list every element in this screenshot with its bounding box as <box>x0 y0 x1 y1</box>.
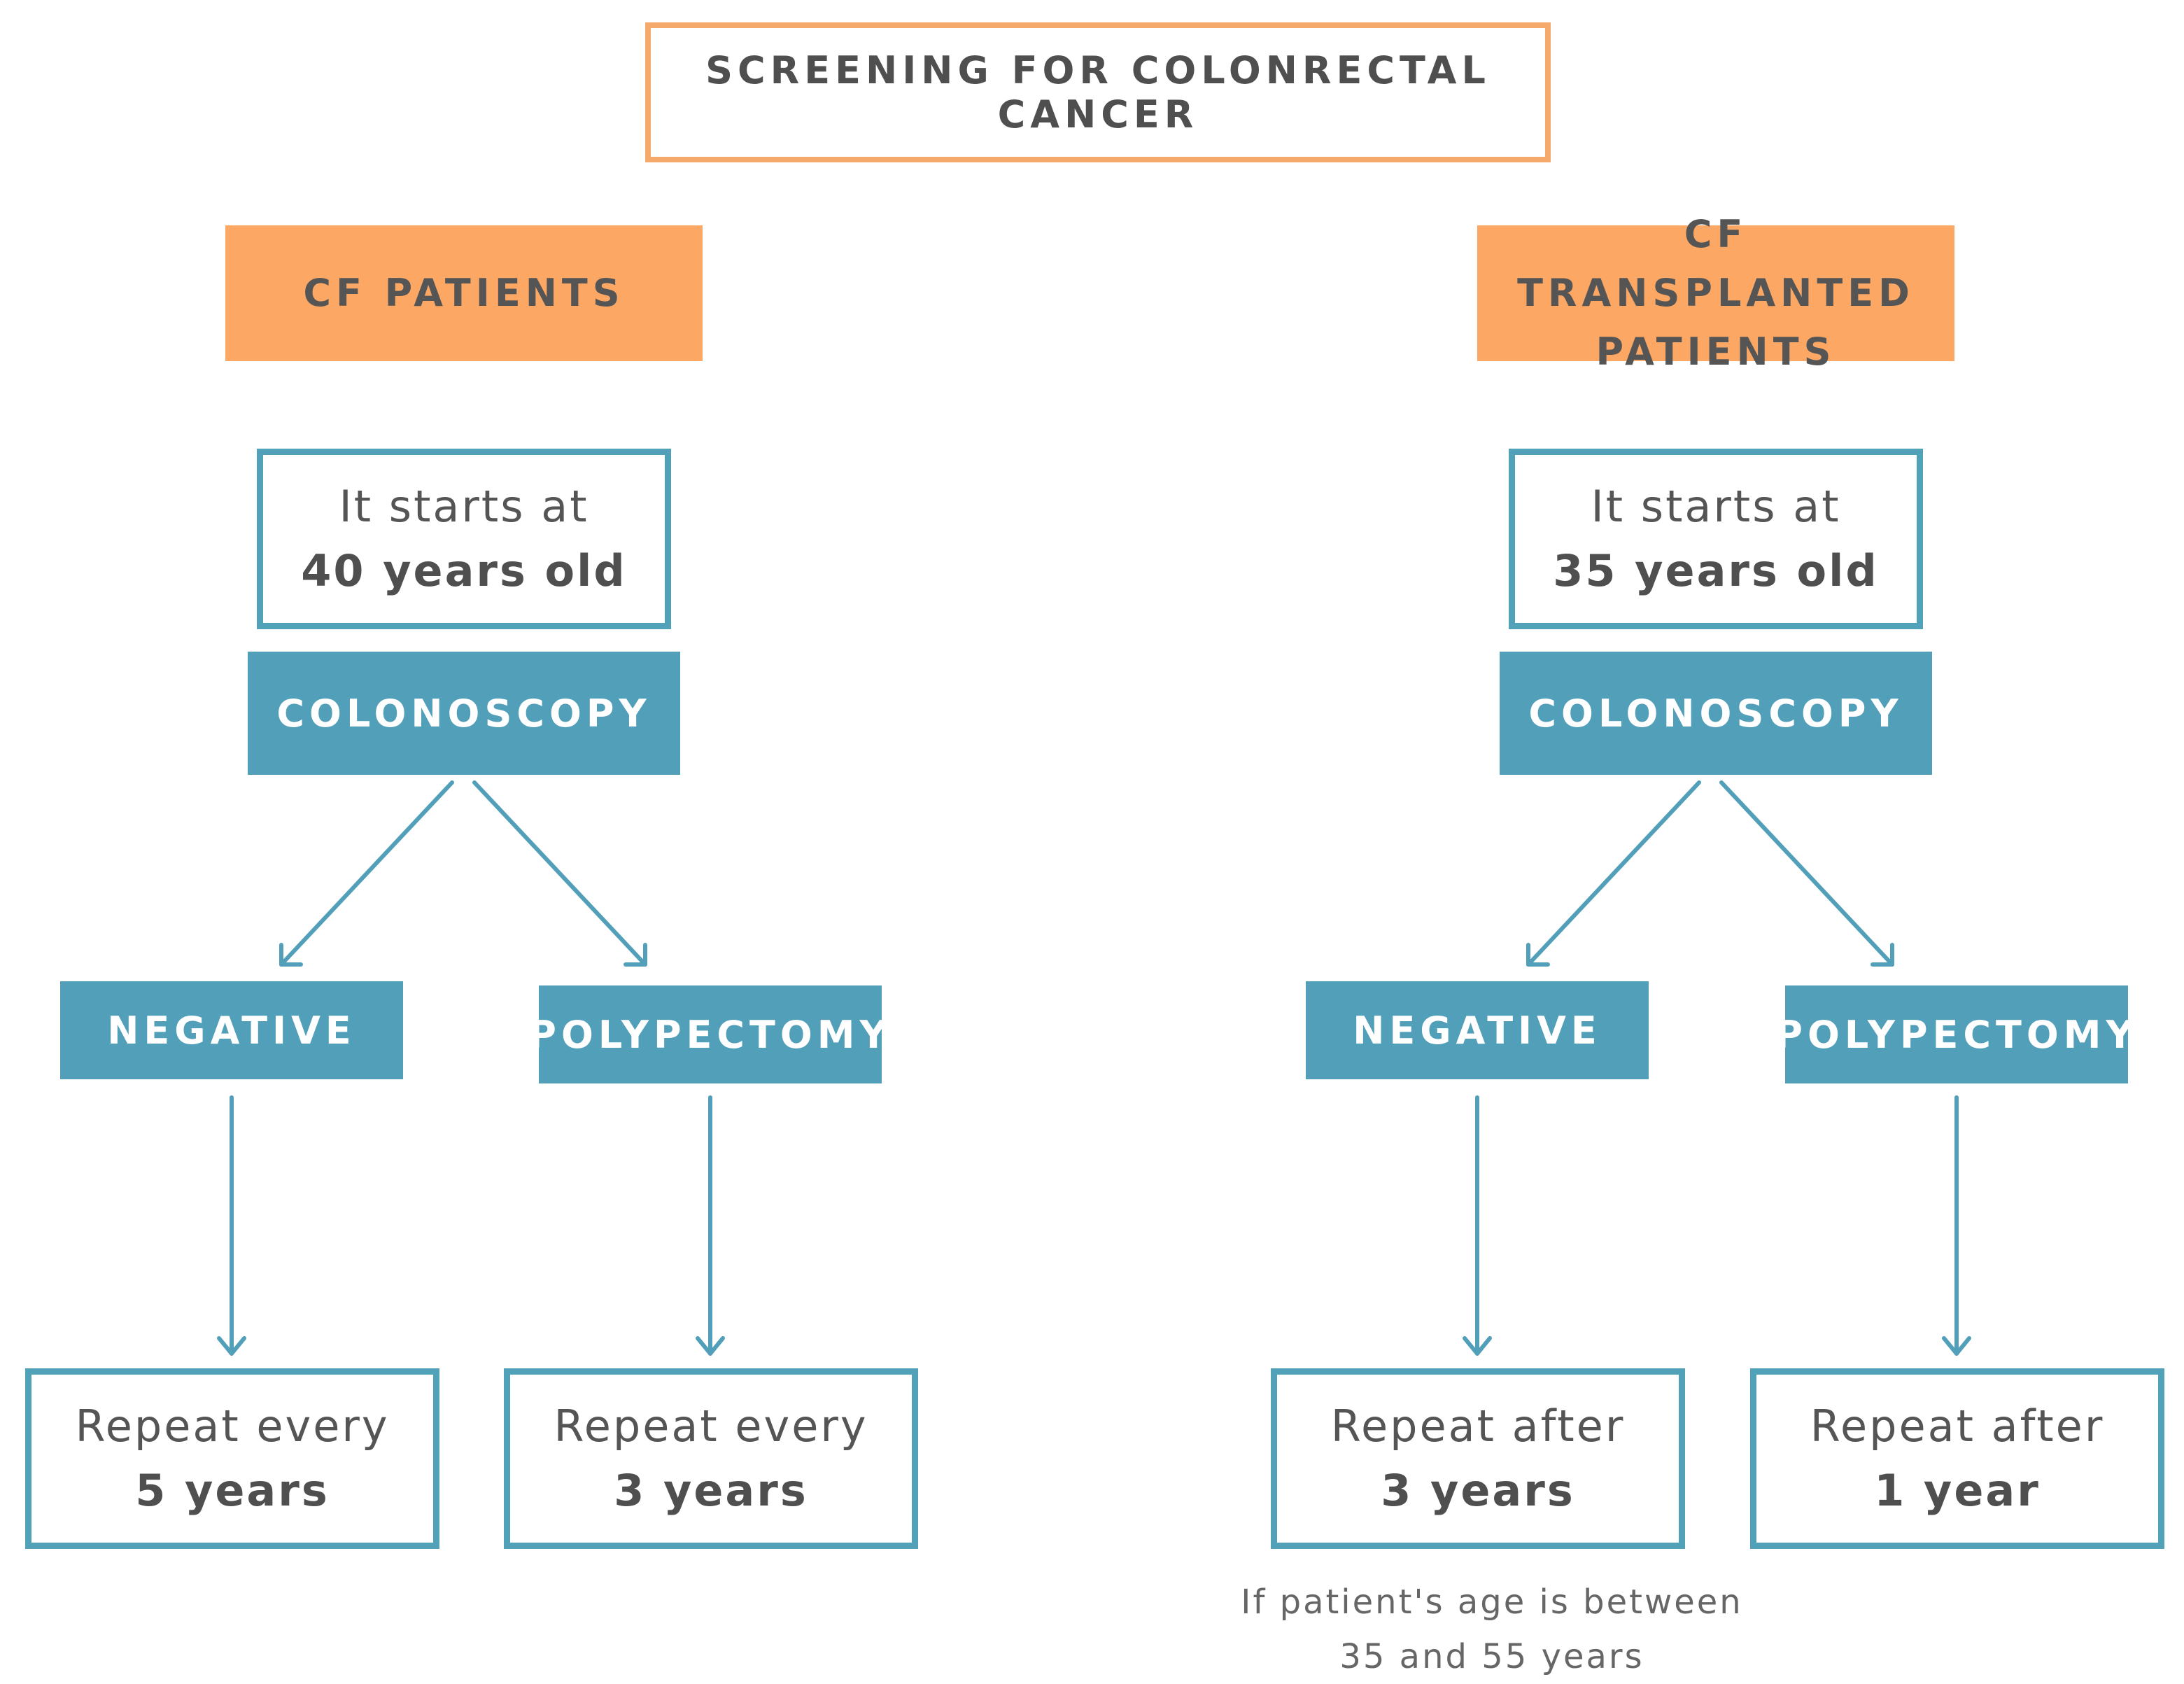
colonoscopy-box: COLONOSCOPY <box>1500 652 1932 775</box>
arrow-to-result <box>217 1095 246 1356</box>
start-age-box: It starts at 35 years old <box>1509 449 1923 629</box>
start-age-value: 40 years old <box>301 545 627 596</box>
group-header-line: CF TRANSPLANTED <box>1517 212 1915 315</box>
arrow-to-negative <box>1526 780 1701 967</box>
result-box: Repeat every 3 years <box>504 1368 918 1549</box>
note-line: 35 and 55 years <box>1339 1637 1644 1676</box>
arrow-to-polypectomy <box>1719 780 1894 967</box>
arrow-to-result <box>1942 1095 1971 1356</box>
result-box: Repeat after 1 year <box>1750 1368 2164 1549</box>
result-interval: 1 year <box>1874 1465 2041 1516</box>
polypectomy-label: POLYPECTOMY <box>528 1012 892 1057</box>
start-age-box: It starts at 40 years old <box>257 449 671 629</box>
group-header-cf-transplanted: CF TRANSPLANTED PATIENTS <box>1477 212 1954 374</box>
age-range-note: If patient's age is between 35 and 55 ye… <box>1212 1575 1772 1684</box>
result-box: Repeat after 3 years <box>1271 1368 1685 1549</box>
result-box: Repeat every 5 years <box>25 1368 439 1549</box>
polypectomy-box: POLYPECTOMY <box>528 985 887 1083</box>
colonoscopy-label: COLONOSCOPY <box>276 691 651 736</box>
arrow-to-result <box>696 1095 725 1356</box>
start-age-label: It starts at <box>339 481 589 532</box>
result-label: Repeat every <box>554 1401 868 1452</box>
negative-label: NEGATIVE <box>1353 1008 1602 1053</box>
start-age-label: It starts at <box>1591 481 1841 532</box>
result-interval: 5 years <box>135 1465 330 1516</box>
result-interval: 3 years <box>1381 1465 1575 1516</box>
polypectomy-box: POLYPECTOMY <box>1775 985 2134 1083</box>
result-label: Repeat after <box>1330 1401 1626 1452</box>
result-label: Repeat after <box>1810 1401 2105 1452</box>
colonoscopy-box: COLONOSCOPY <box>248 652 680 775</box>
negative-box: NEGATIVE <box>60 981 403 1079</box>
arrow-to-result <box>1463 1095 1492 1356</box>
colonoscopy-label: COLONOSCOPY <box>1528 691 1903 736</box>
result-interval: 3 years <box>614 1465 808 1516</box>
note-line: If patient's age is between <box>1241 1583 1743 1622</box>
negative-box: NEGATIVE <box>1306 981 1649 1079</box>
diagram-title-text: SCREENING FOR COLONRECTAL CANCER <box>705 48 1491 136</box>
diagram-title: SCREENING FOR COLONRECTAL CANCER <box>645 22 1551 162</box>
start-age-value: 35 years old <box>1553 545 1879 596</box>
group-header-cf-patients: CF PATIENTS <box>225 225 703 361</box>
negative-label: NEGATIVE <box>107 1008 356 1053</box>
arrow-to-negative <box>279 780 454 967</box>
arrow-to-polypectomy <box>472 780 647 967</box>
group-header-line: PATIENTS <box>1595 330 1836 374</box>
result-label: Repeat every <box>75 1401 390 1452</box>
group-header-line: CF PATIENTS <box>303 271 625 315</box>
polypectomy-label: POLYPECTOMY <box>1775 1012 2139 1057</box>
